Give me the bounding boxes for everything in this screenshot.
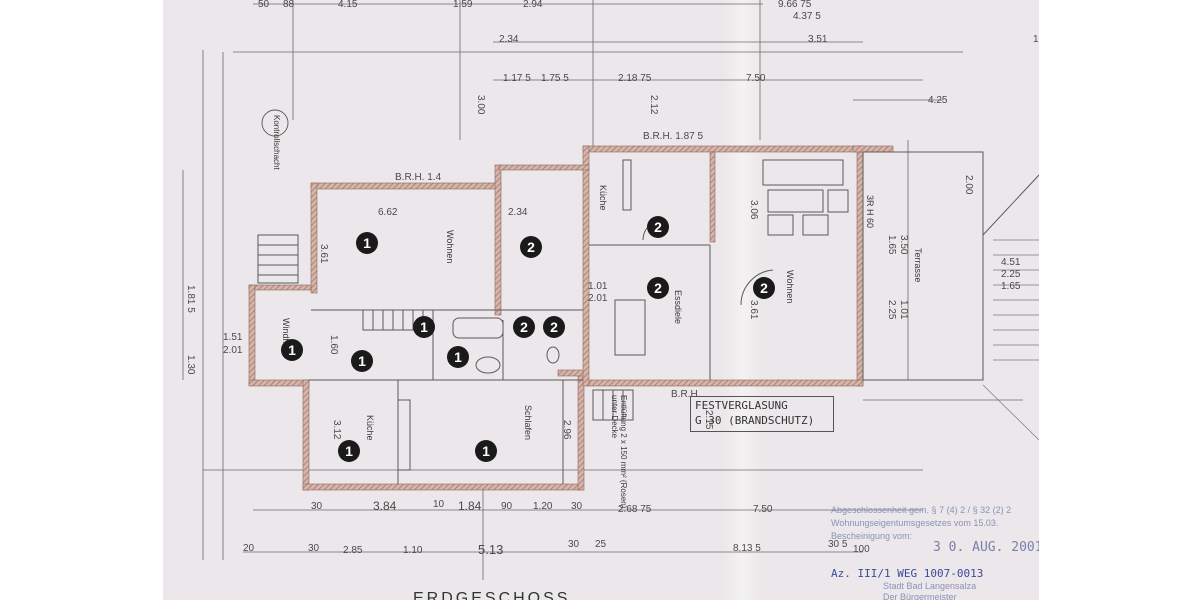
dim-bottom: 90 [501,501,513,512]
dim-top: 4.37 5 [793,11,821,22]
dim-225: 2.25 [886,300,897,320]
dim-top: 4.15 [338,0,358,10]
unit-badge: 1 [356,232,378,254]
dim-bottom: 8.13 5 [733,543,761,554]
dim-130: 1.30 [185,355,196,375]
unit-badge: 1 [281,339,303,361]
dim-bottom: 30 [311,501,323,512]
dim-100-top: 100 [1033,34,1039,45]
dim-flur2: 2.34 [508,207,528,218]
dim-212: 2.12 [648,95,659,115]
fire-glazing-note: FESTVERGLASUNG G 30 (BRANDSCHUTZ) [690,396,834,432]
dim-200: 2.00 [963,175,974,195]
stamp-date: 3 0. AUG. 2001 [933,540,1039,555]
dim-361b: 3.61 [748,300,759,320]
dim-1815: 1.81 5 [185,285,196,313]
dim-306: 3.06 [748,200,759,220]
dim-101: 1.01 [588,281,608,292]
note-line-1: FESTVERGLASUNG [695,399,788,412]
unit-badge: 1 [413,316,435,338]
unit-badge: 1 [475,440,497,462]
label-rh: 3R H 60 [865,195,875,229]
unit-badge: 1 [338,440,360,462]
dim-351: 3.51 [808,34,828,45]
stamp-line-2: Wohnungseigentumsgesetzes vom 15.03. [831,518,999,528]
stamp-reference-number: Az. III/1 WEG 1007-0013 [831,567,984,580]
stamp-authority: Stadt Bad Langensalza [883,581,977,591]
dim-top: 88 [283,0,295,10]
dim-bottom: 1.84 [458,499,482,513]
dim-225b: 2.25 [1001,269,1021,280]
dim-bottom: 30 [568,539,580,550]
dim-1755: 1.75 5 [541,73,569,84]
dim-bottom: 20 [243,543,255,554]
room-label-schlafen: Schlafen [523,405,533,441]
dim-234-top: 2.34 [499,34,519,45]
unit-badge: 2 [543,316,565,338]
dim-312: 3.12 [331,420,342,440]
dim-bottom: 2.85 [343,545,363,556]
dim-bottom: 1.20 [533,501,553,512]
dim-bottom: 3.84 [373,499,397,513]
dim-425: 4.25 [928,95,948,106]
dim-165: 1.65 [886,235,897,255]
dim-brh-1875: B.R.H. 1.87 5 [643,131,704,142]
label-brh-2: B.R.H. [671,389,701,400]
dim-101b: 1.01 [898,300,909,320]
unit-badge: 2 [647,216,669,238]
dim-165b: 1.65 [1001,281,1021,292]
dim-bottom: 1.10 [403,545,423,556]
dim-bottom: 25 [595,539,607,550]
dim-151: 1.51 [223,332,243,343]
room-label-wohnen-unit1: Wohnen [445,230,455,264]
dim-bottom: 10 [433,499,445,510]
unit-badge: 2 [520,236,542,258]
unit-badge: 1 [447,346,469,368]
dim-top: 9.66 75 [778,0,812,10]
room-label-kueche-unit1: Küche [365,415,375,441]
label-stair-note: Entlüftung 2 x 150 mm² (Rosen) unter Dec… [610,395,628,509]
unit-badge: 2 [647,277,669,299]
unit-badge: 2 [753,277,775,299]
dim-bottom: 100 [853,544,870,555]
unit-badge: 1 [351,350,373,372]
dim-350: 3.50 [898,235,909,255]
dim-296: 2.96 [561,420,572,440]
dim-bottom: 30 [571,501,583,512]
note-line-2: G 30 (BRANDSCHUTZ) [695,414,815,427]
room-label-kueche-unit2: Küche [598,185,608,211]
dim-21875: 2.18 75 [618,73,652,84]
room-label-wohnen-unit2: Wohnen [785,270,795,304]
floor-plan-sheet: Wohnen Windf. Küche Schlafen Küche Essdi… [163,0,1039,600]
stamp-line-3: Bescheinigung vom: [831,531,913,541]
label-brh-1: B.R.H. 1.4 [395,172,442,183]
dim-top: 50 [258,0,270,10]
stamp-line-1: Abgeschlossenheit gem. § 7 (4) 2 / § 32 … [831,505,1012,515]
dim-top: 1.59 [453,0,473,10]
dim-300: 3.00 [475,95,486,115]
dim-bottom: 5.13 [478,542,504,557]
label-kontrollschacht: Kontrollschacht [272,115,281,170]
stamp-authority-2: Der Bürgermeister [883,592,957,600]
room-label-essdiele: Essdiele [673,290,683,325]
dim-201b: 2.01 [223,345,243,356]
floor-title: ERDGESCHOSS [413,590,571,600]
dim-750-top: 7.50 [746,73,766,84]
dim-bottom: 7.50 [753,504,773,515]
dim-bottom: 30 5 [828,539,848,550]
dim-bottom: 2.68 75 [618,504,652,515]
dim-wohnen1-depth: 3.61 [318,244,329,264]
dim-1175: 1.17 5 [503,73,531,84]
dim-bottom: 30 [308,543,320,554]
unit-badge: 2 [513,316,535,338]
dim-top: 2.94 [523,0,543,10]
dim-wohnen1-width: 6.62 [378,207,398,218]
dim-451: 4.51 [1001,257,1021,268]
floor-plan-drawing [182,0,1039,580]
room-label-terrasse: Terrasse [913,248,923,283]
dim-160: 1.60 [328,335,339,355]
dim-201: 2.01 [588,293,608,304]
